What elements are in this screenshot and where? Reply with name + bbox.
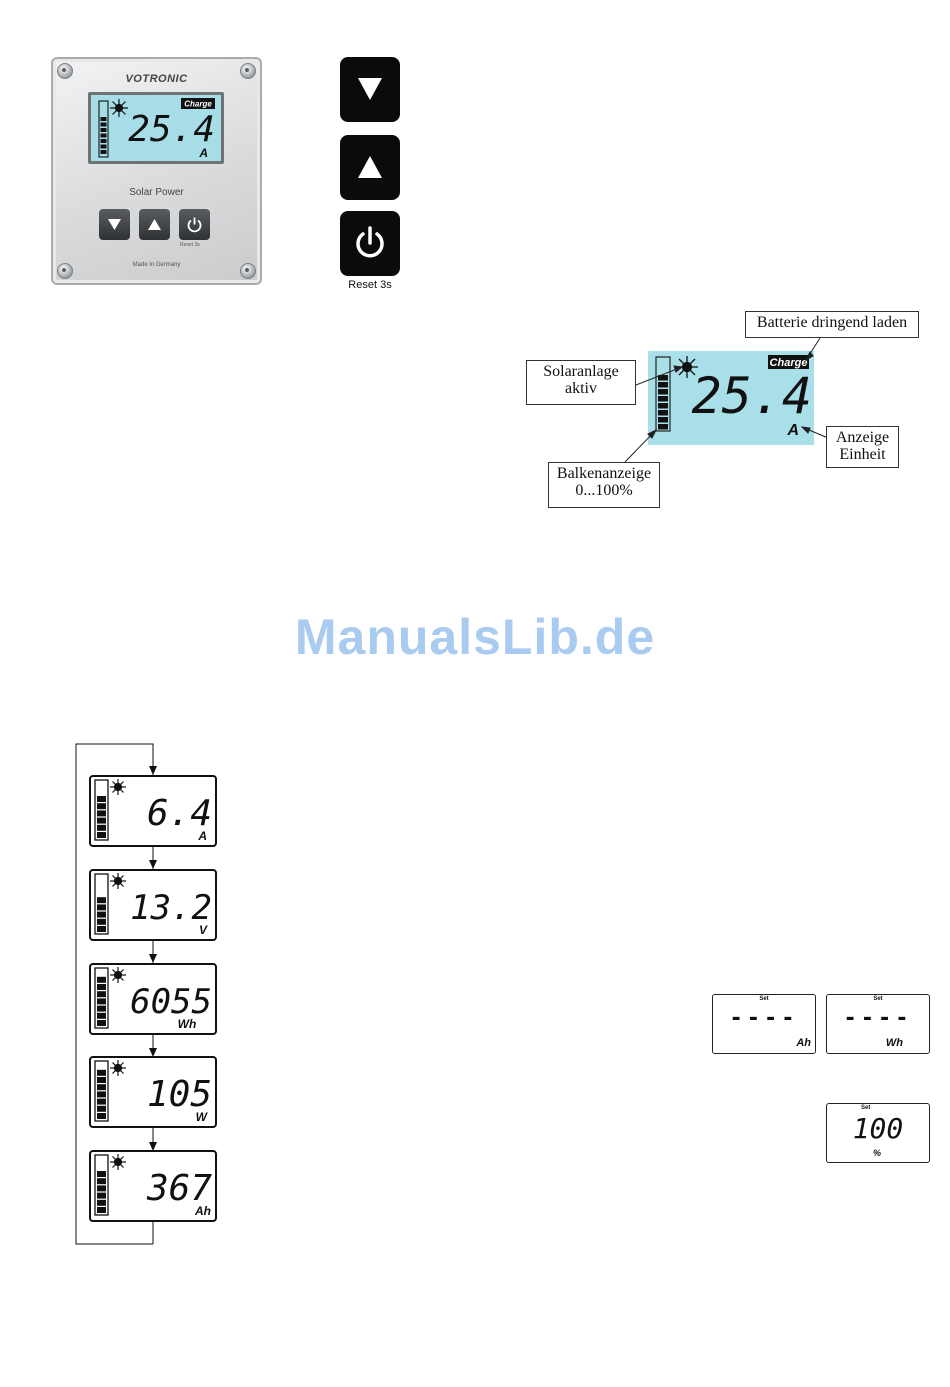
bar-graph-frame	[95, 780, 108, 840]
bar-segment	[97, 1106, 106, 1112]
bar-segment	[97, 1113, 106, 1119]
set-label: Set	[861, 1105, 870, 1111]
bar-segment	[97, 810, 106, 816]
bar-segment	[97, 1070, 106, 1076]
bar-segment	[97, 984, 106, 990]
flow-unit: Wh	[178, 1017, 197, 1031]
bar-segment	[97, 991, 106, 997]
flow-value: 367	[146, 1168, 212, 1209]
bar-graph-frame	[95, 874, 108, 934]
bar-segment	[97, 1020, 106, 1026]
set-label: Set	[827, 996, 929, 1002]
bar-segment	[97, 1099, 106, 1105]
set-display-ah: Set ---- Ah	[712, 994, 816, 1054]
bar-segment	[97, 1193, 106, 1199]
watermark: ManualsLib.de	[0, 608, 950, 666]
bar-segment	[97, 825, 106, 831]
bar-segment	[97, 1207, 106, 1213]
sun-icon	[110, 1060, 126, 1076]
flow-value: 6.4	[147, 793, 212, 834]
bar-segment	[97, 912, 106, 918]
sun-icon	[110, 967, 126, 983]
flow-value: 6055	[130, 982, 212, 1022]
flow-value: 13.2	[130, 888, 212, 928]
set-label: Set	[713, 996, 815, 1002]
flow-value: 105	[147, 1074, 212, 1115]
bar-segment	[97, 1200, 106, 1206]
bar-segment	[97, 818, 106, 824]
bar-segment	[97, 1091, 106, 1097]
bar-segment	[97, 998, 106, 1004]
bar-graph-frame	[95, 1155, 108, 1215]
bar-segment	[97, 1171, 106, 1177]
callout-display-unit: Anzeige Einheit	[826, 426, 899, 468]
bar-segment	[97, 832, 106, 838]
callout-bar-display: Balkenanzeige 0...100%	[548, 462, 660, 508]
bar-segment	[97, 1185, 106, 1191]
bar-segment	[97, 796, 106, 802]
flow-unit: A	[197, 829, 207, 843]
set-value: ----	[827, 1006, 929, 1031]
sun-icon	[110, 779, 126, 795]
flow-unit: V	[199, 923, 208, 937]
bar-segment	[97, 926, 106, 932]
bar-segment	[97, 919, 106, 925]
callout-leaders	[0, 0, 950, 520]
bar-segment	[97, 1084, 106, 1090]
flow-unit: Ah	[194, 1204, 211, 1218]
bar-segment	[97, 904, 106, 910]
sun-icon	[110, 1154, 126, 1170]
set-value: 100	[827, 1112, 929, 1145]
bar-segment	[97, 1178, 106, 1184]
callout-solar-active: Solaranlage aktiv	[526, 360, 636, 405]
bar-segment	[97, 897, 106, 903]
bar-segment	[97, 977, 106, 983]
set-unit: %	[873, 1148, 881, 1158]
flow-unit: W	[196, 1110, 209, 1124]
set-value: ----	[713, 1006, 815, 1031]
set-unit: Ah	[796, 1037, 811, 1049]
bar-segment	[97, 1013, 106, 1019]
bar-segment	[97, 1006, 106, 1012]
sun-icon	[110, 873, 126, 889]
set-display-percent: Set 100 %	[826, 1103, 930, 1163]
callout-battery-urgent: Batterie dringend laden	[745, 311, 919, 338]
bar-segment	[97, 803, 106, 809]
set-display-wh: Set ---- Wh	[826, 994, 930, 1054]
set-unit: Wh	[886, 1037, 903, 1049]
bar-segment	[97, 1077, 106, 1083]
